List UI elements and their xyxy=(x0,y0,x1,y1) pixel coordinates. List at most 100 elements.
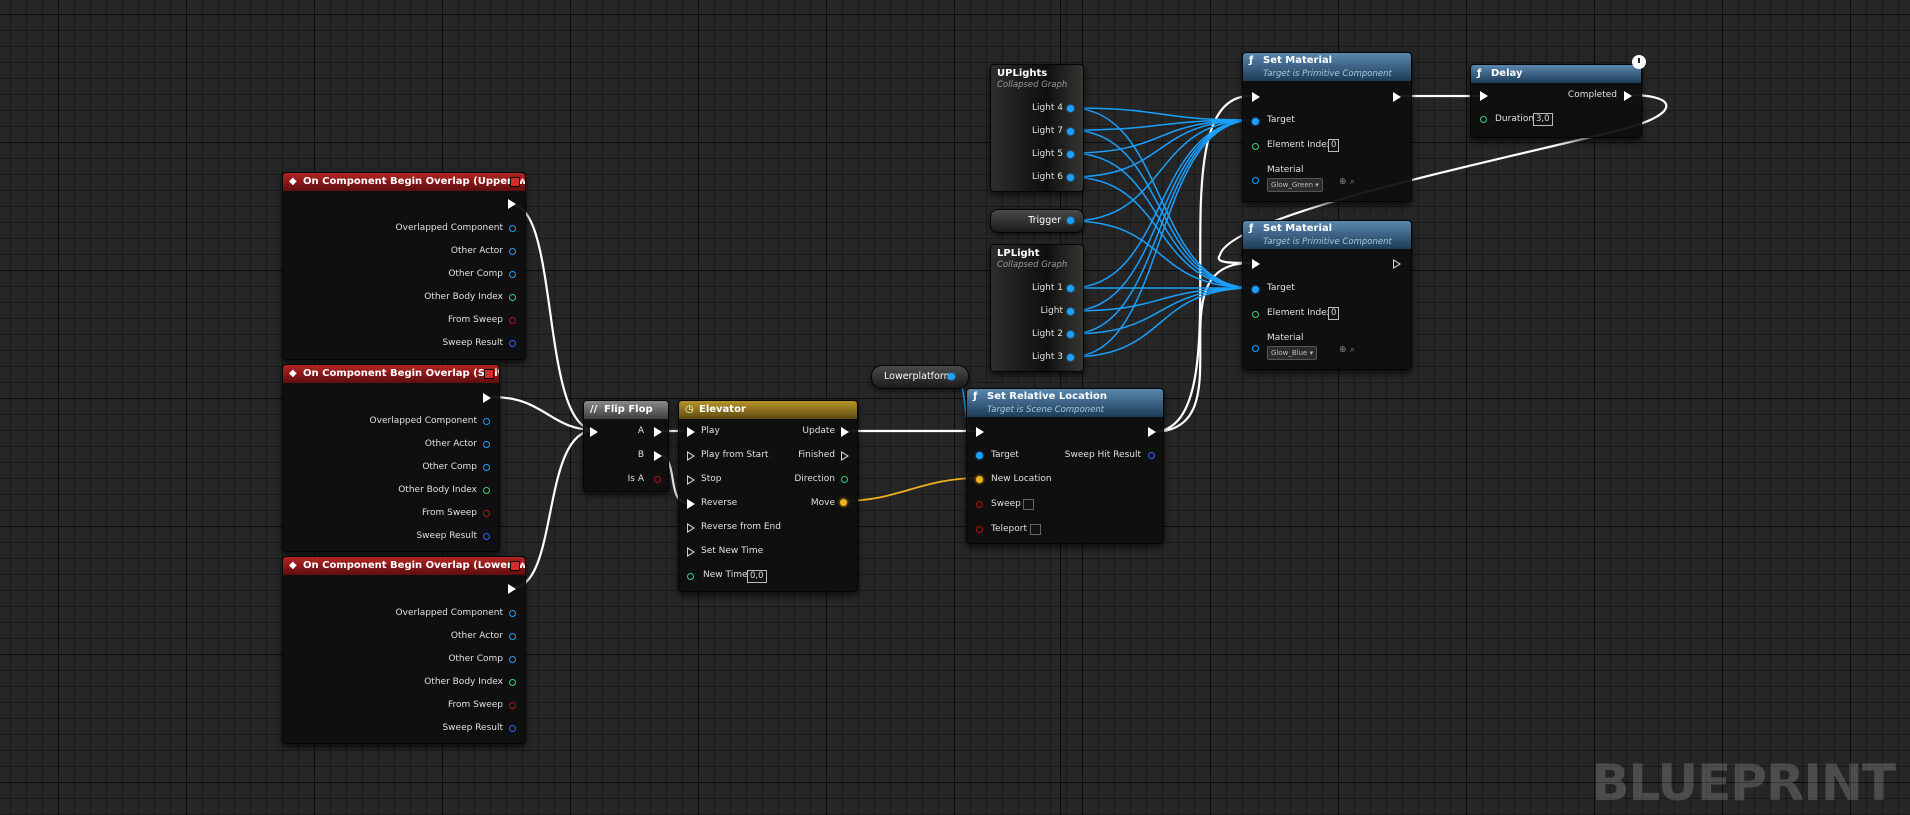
vector-pin[interactable] xyxy=(976,476,983,483)
exec-in-pin-reverse[interactable] xyxy=(687,499,695,509)
object-pin[interactable] xyxy=(509,633,516,640)
exec-out-pin[interactable] xyxy=(1393,92,1401,102)
exec-in-pin[interactable] xyxy=(1480,91,1488,101)
lplight-collapsed-graph[interactable]: LPLight Collapsed Graph Light 1 Light Li… xyxy=(990,244,1084,372)
object-pin[interactable] xyxy=(509,248,516,255)
bool-pin[interactable] xyxy=(483,510,490,517)
object-pin[interactable] xyxy=(509,225,516,232)
new-time-input[interactable]: 0,0 xyxy=(747,570,767,583)
duration-input[interactable]: 3,0 xyxy=(1533,113,1553,126)
lowerplatform-variable[interactable]: Lowerplatform xyxy=(871,365,969,389)
node-subtitle: Target is Primitive Component xyxy=(1263,69,1392,79)
element-index-input[interactable]: 0 xyxy=(1328,307,1340,320)
object-pin[interactable] xyxy=(1067,285,1074,292)
int-pin[interactable] xyxy=(1252,143,1259,150)
bool-pin[interactable] xyxy=(976,501,983,508)
set-material-node-blue[interactable]: ƒ Set Material Target is Primitive Compo… xyxy=(1242,220,1412,370)
object-pin[interactable] xyxy=(1067,331,1074,338)
exec-out-pin[interactable] xyxy=(1148,427,1156,437)
int-pin[interactable] xyxy=(483,487,490,494)
object-pin[interactable] xyxy=(483,418,490,425)
exec-in-pin-stop[interactable] xyxy=(687,475,695,485)
object-pin[interactable] xyxy=(1252,286,1259,293)
exec-out-pin-a[interactable] xyxy=(654,427,662,437)
bool-pin[interactable] xyxy=(509,317,516,324)
sweep-checkbox[interactable] xyxy=(1023,499,1034,510)
struct-pin[interactable] xyxy=(509,340,516,347)
object-pin[interactable] xyxy=(1252,345,1259,352)
exec-out-pin[interactable] xyxy=(508,199,516,209)
object-pin[interactable] xyxy=(1067,128,1074,135)
set-material-node-green[interactable]: ƒ Set Material Target is Primitive Compo… xyxy=(1242,52,1412,202)
exec-out-pin-finished[interactable] xyxy=(841,451,849,461)
element-index-input[interactable]: 0 xyxy=(1328,139,1340,152)
pin-label: Other Body Index xyxy=(424,292,503,302)
bool-pin[interactable] xyxy=(509,702,516,709)
uplights-collapsed-graph[interactable]: UPLights Collapsed Graph Light 4 Light 7… xyxy=(990,64,1084,192)
exec-out-pin[interactable] xyxy=(483,393,491,403)
enum-pin[interactable] xyxy=(841,476,848,483)
object-pin[interactable] xyxy=(509,271,516,278)
delegate-pin[interactable] xyxy=(484,369,494,379)
exec-out-pin[interactable] xyxy=(508,584,516,594)
event-node-lowerswitch[interactable]: ◆ On Component Begin Overlap (Lowerswitc… xyxy=(282,556,526,744)
trigger-variable[interactable]: Trigger xyxy=(990,209,1084,233)
object-pin[interactable] xyxy=(1067,151,1074,158)
bool-pin[interactable] xyxy=(654,476,661,483)
pin-label: Other Body Index xyxy=(398,485,477,495)
vector-pin[interactable] xyxy=(840,499,847,506)
int-pin[interactable] xyxy=(509,294,516,301)
delay-node[interactable]: ƒ Delay Completed Duration 3,0 xyxy=(1470,64,1642,138)
object-pin[interactable] xyxy=(948,373,955,380)
exec-in-pin-play-from-start[interactable] xyxy=(687,451,695,461)
material-dropdown[interactable]: Glow_Blue ▾ xyxy=(1267,346,1318,360)
object-pin[interactable] xyxy=(1252,177,1259,184)
material-dropdown[interactable]: Glow_Green ▾ xyxy=(1267,178,1323,192)
elevator-timeline-node[interactable]: ◷ Elevator Play Play from Start Stop Rev… xyxy=(678,400,858,592)
exec-in-pin-reverse-from-end[interactable] xyxy=(687,523,695,533)
object-pin[interactable] xyxy=(976,452,983,459)
struct-pin[interactable] xyxy=(509,725,516,732)
exec-in-pin[interactable] xyxy=(1252,92,1260,102)
set-relative-location-node[interactable]: ƒ Set Relative Location Target is Scene … xyxy=(966,388,1164,544)
use-asset-icon[interactable]: ⊕ xyxy=(1339,177,1347,187)
bool-pin[interactable] xyxy=(976,526,983,533)
exec-out-pin-completed[interactable] xyxy=(1624,91,1632,101)
object-pin[interactable] xyxy=(1067,217,1074,224)
use-asset-icon[interactable]: ⊕ xyxy=(1339,345,1347,355)
object-pin[interactable] xyxy=(509,656,516,663)
event-node-upperswitch[interactable]: ◆ On Component Begin Overlap (Upperswitc… xyxy=(282,172,526,360)
pin-label: Target xyxy=(1267,115,1295,125)
struct-pin[interactable] xyxy=(483,533,490,540)
browse-asset-icon[interactable]: ⌕ xyxy=(1350,345,1356,355)
pin-label: Other Comp xyxy=(448,269,503,279)
object-pin[interactable] xyxy=(483,464,490,471)
object-pin[interactable] xyxy=(1067,174,1074,181)
flip-flop-node[interactable]: // Flip Flop A B Is A xyxy=(583,400,669,492)
exec-out-pin-update[interactable] xyxy=(841,427,849,437)
exec-in-pin[interactable] xyxy=(976,427,984,437)
exec-in-pin-play[interactable] xyxy=(687,427,695,437)
object-pin[interactable] xyxy=(483,441,490,448)
object-pin[interactable] xyxy=(1067,308,1074,315)
exec-in-pin[interactable] xyxy=(1252,259,1260,269)
float-pin[interactable] xyxy=(1480,116,1487,123)
object-pin[interactable] xyxy=(1067,354,1074,361)
object-pin[interactable] xyxy=(509,610,516,617)
exec-out-pin-b[interactable] xyxy=(654,451,662,461)
event-node-switch[interactable]: ◆ On Component Begin Overlap (Switch) Ov… xyxy=(282,364,500,552)
struct-pin[interactable] xyxy=(1148,452,1155,459)
browse-asset-icon[interactable]: ⌕ xyxy=(1350,177,1356,187)
object-pin[interactable] xyxy=(1067,105,1074,112)
pin-label: Is A xyxy=(627,474,644,484)
teleport-checkbox[interactable] xyxy=(1030,524,1041,535)
delegate-pin[interactable] xyxy=(510,177,520,187)
int-pin[interactable] xyxy=(1252,311,1259,318)
exec-in-pin[interactable] xyxy=(590,427,598,437)
delegate-pin[interactable] xyxy=(510,561,520,571)
int-pin[interactable] xyxy=(509,679,516,686)
object-pin[interactable] xyxy=(1252,118,1259,125)
exec-out-pin[interactable] xyxy=(1393,259,1401,269)
exec-in-pin-set-new-time[interactable] xyxy=(687,547,695,557)
float-pin[interactable] xyxy=(687,573,694,580)
